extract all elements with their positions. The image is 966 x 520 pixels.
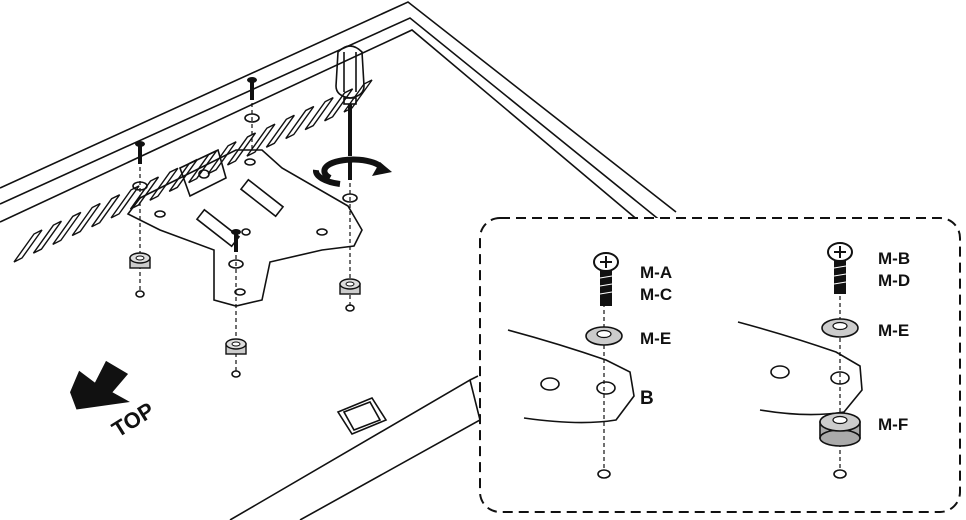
vent-slot <box>52 211 82 245</box>
vent-slot <box>110 185 140 219</box>
screw-m-a <box>593 252 619 306</box>
spacer <box>225 338 247 355</box>
detail-right: M-B M-D M-E M-F <box>737 242 910 479</box>
spacer <box>129 252 151 269</box>
screw <box>135 141 145 164</box>
screw <box>231 229 241 252</box>
label-m-e-right: M-E <box>878 321 909 340</box>
label-m-d: M-D <box>878 271 910 290</box>
washer <box>342 193 358 203</box>
vent-slot <box>226 132 257 166</box>
tv-back-panel <box>0 1 677 520</box>
vent-slot <box>285 105 315 140</box>
vent-slots <box>13 79 373 263</box>
vent-slot <box>13 229 43 263</box>
top-arrow-icon <box>70 360 130 410</box>
rotation-arrow-icon <box>313 156 392 187</box>
washer <box>244 113 260 123</box>
label-m-a: M-A <box>640 263 672 282</box>
washer <box>132 181 148 191</box>
screwdriver-icon <box>335 45 365 156</box>
screw <box>247 77 257 100</box>
vent-slot <box>71 202 101 237</box>
washer-m-e <box>821 318 859 338</box>
vent-slot <box>32 220 62 254</box>
label-b: B <box>640 388 654 409</box>
vent-slot <box>304 97 334 131</box>
spacer <box>339 278 361 295</box>
mounting-hardware <box>129 77 361 378</box>
label-m-b: M-B <box>878 249 910 268</box>
port-opening <box>336 397 388 435</box>
vent-slot <box>149 167 179 201</box>
spacer-m-f <box>819 412 861 447</box>
vent-slot <box>265 114 295 148</box>
screw-m-b <box>827 242 853 294</box>
label-m-c: M-C <box>640 285 672 304</box>
detail-left: M-A M-C M-E B <box>507 252 672 479</box>
label-m-e-left: M-E <box>640 329 671 348</box>
washer-m-e <box>585 326 623 346</box>
washer <box>228 259 244 269</box>
label-m-f: M-F <box>878 415 908 434</box>
vent-slot <box>91 194 121 228</box>
vent-slot <box>246 123 276 157</box>
